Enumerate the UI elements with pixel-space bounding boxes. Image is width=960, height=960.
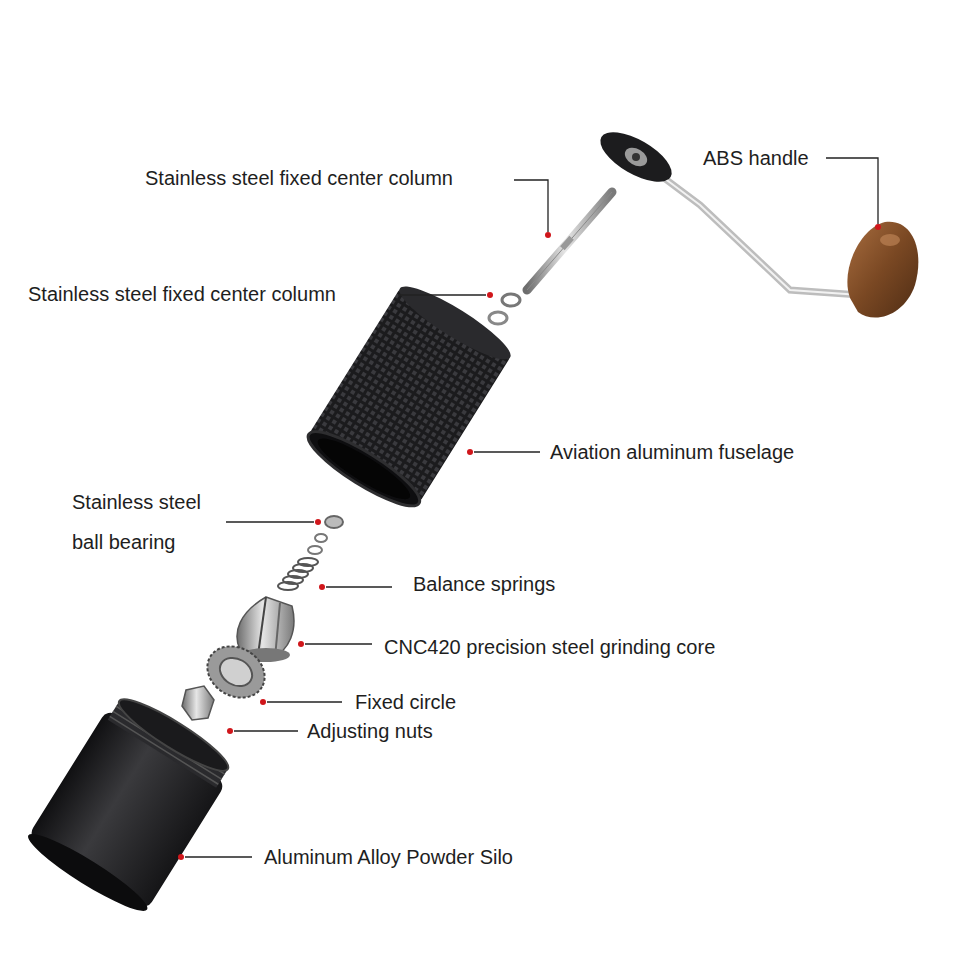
part-label: Adjusting nuts xyxy=(307,719,433,743)
part-label: Stainless steel fixed center column xyxy=(145,166,453,190)
adjusting-nut-drawing xyxy=(182,686,214,720)
leader-lines xyxy=(185,158,878,857)
fuselage-drawing xyxy=(300,277,517,517)
part-label: Stainless steel ball bearing xyxy=(72,482,232,562)
part-label: Fixed circle xyxy=(355,690,456,714)
part-label: Aluminum Alloy Powder Silo xyxy=(264,845,513,869)
part-label: CNC420 precision steel grinding core xyxy=(384,635,715,659)
part-label: ABS handle xyxy=(703,146,809,170)
part-label: Stainless steel fixed center column xyxy=(28,282,336,306)
part-label: Aviation aluminum fuselage xyxy=(550,440,794,464)
spring-drawing xyxy=(278,558,318,590)
center-column-drawing xyxy=(489,192,612,324)
part-label: Balance springs xyxy=(413,572,555,596)
leader-dots xyxy=(178,224,881,860)
handle-drawing xyxy=(593,122,919,317)
silo-drawing xyxy=(22,687,240,920)
